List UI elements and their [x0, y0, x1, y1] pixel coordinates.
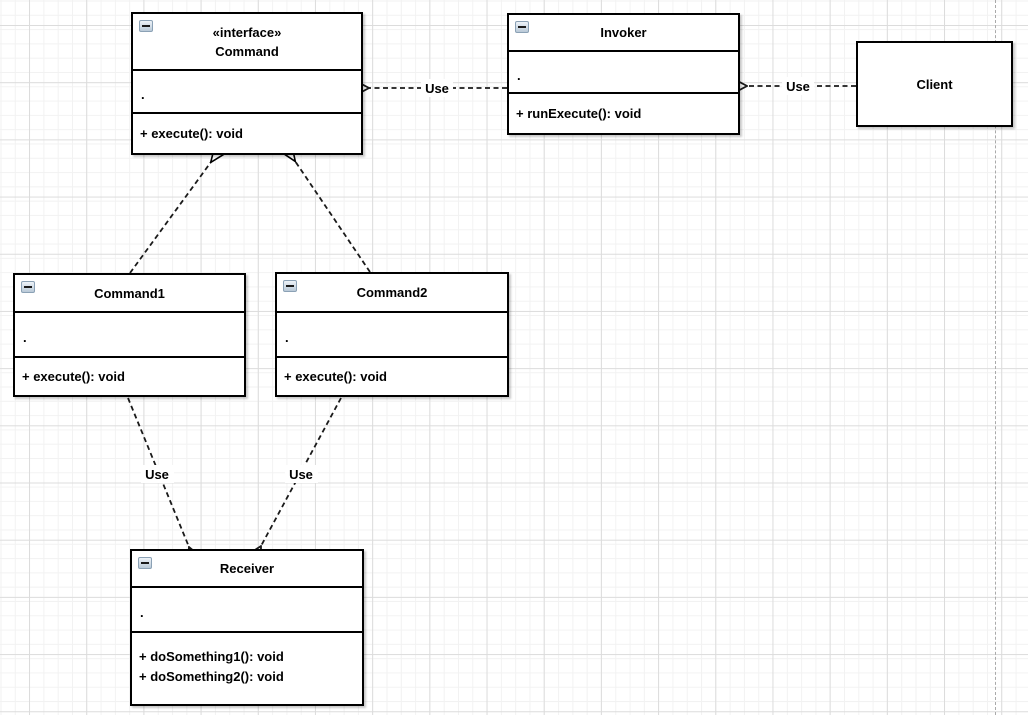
- minus-glyph: [141, 562, 149, 564]
- collapse-icon[interactable]: [515, 21, 529, 33]
- class-header: «interface» Command: [133, 14, 361, 69]
- attribute-placeholder: .: [140, 605, 144, 620]
- attributes-compartment: .: [133, 69, 361, 112]
- class-stereotype: «interface»: [212, 24, 282, 40]
- attribute-placeholder: .: [517, 67, 521, 83]
- class-command-interface[interactable]: «interface» Command . + execute(): void: [131, 12, 363, 155]
- operations-compartment: + execute(): void: [277, 356, 507, 395]
- collapse-icon[interactable]: [138, 557, 152, 569]
- operations-compartment: + execute(): void: [15, 356, 244, 395]
- operations-compartment: + runExecute(): void: [509, 92, 738, 133]
- class-name: Command1: [94, 285, 165, 301]
- operations-compartment: + doSomething1(): void + doSomething2():…: [132, 631, 362, 704]
- minus-glyph: [142, 25, 150, 27]
- class-header: Command2: [277, 274, 507, 311]
- class-name: Command: [215, 43, 279, 59]
- operation-item: + runExecute(): void: [516, 105, 642, 121]
- minus-glyph: [24, 286, 32, 288]
- edge-label-bg: [141, 465, 174, 483]
- attributes-compartment: .: [132, 586, 362, 631]
- class-name: Client: [916, 76, 953, 92]
- edge-label-use: Use: [289, 467, 313, 482]
- operations-compartment: + execute(): void: [133, 112, 361, 153]
- edge-label-bg: [782, 77, 814, 95]
- minus-glyph: [518, 26, 526, 28]
- collapse-icon[interactable]: [21, 281, 35, 293]
- operation-item: + doSomething2(): void: [139, 669, 284, 684]
- dependency-invoker-command[interactable]: Use: [369, 79, 507, 97]
- class-header: Command1: [15, 275, 244, 311]
- attributes-compartment: .: [15, 311, 244, 356]
- edge-label-bg: [285, 465, 318, 483]
- class-client[interactable]: Client: [856, 41, 1013, 127]
- operation-item: + execute(): void: [140, 125, 243, 141]
- realization-command1-command[interactable]: [129, 162, 211, 274]
- attribute-placeholder: .: [23, 330, 27, 345]
- dependency-command2-receiver[interactable]: Use: [261, 397, 342, 546]
- class-receiver[interactable]: Receiver . + doSomething1(): void + doSo…: [130, 549, 364, 706]
- attributes-compartment: .: [277, 311, 507, 356]
- collapse-icon[interactable]: [139, 20, 153, 32]
- operation-item: + doSomething1(): void: [139, 649, 284, 664]
- attribute-placeholder: .: [141, 87, 145, 102]
- attribute-placeholder: .: [285, 330, 289, 345]
- dependency-command1-receiver[interactable]: Use: [127, 397, 189, 547]
- page-break-line: [995, 0, 996, 715]
- edge-label-use: Use: [425, 81, 449, 96]
- class-name: Receiver: [219, 561, 275, 576]
- edge-label-bg: [421, 79, 453, 97]
- operation-item: + execute(): void: [22, 368, 125, 384]
- edge-label-use: Use: [145, 467, 169, 482]
- realization-command2-command[interactable]: [295, 161, 371, 273]
- operation-item: + execute(): void: [284, 368, 387, 384]
- class-invoker[interactable]: Invoker . + runExecute(): void: [507, 13, 740, 135]
- class-command1[interactable]: Command1 . + execute(): void: [13, 273, 246, 397]
- edge-label-use: Use: [786, 79, 810, 94]
- class-header: Receiver: [132, 551, 362, 586]
- class-header: Invoker: [509, 15, 738, 50]
- dependency-client-invoker[interactable]: Use: [747, 77, 856, 95]
- minus-glyph: [286, 285, 294, 287]
- class-name: Command2: [356, 285, 428, 300]
- class-name: Invoker: [600, 25, 647, 40]
- collapse-icon[interactable]: [283, 280, 297, 292]
- class-command2[interactable]: Command2 . + execute(): void: [275, 272, 509, 397]
- attributes-compartment: .: [509, 50, 738, 92]
